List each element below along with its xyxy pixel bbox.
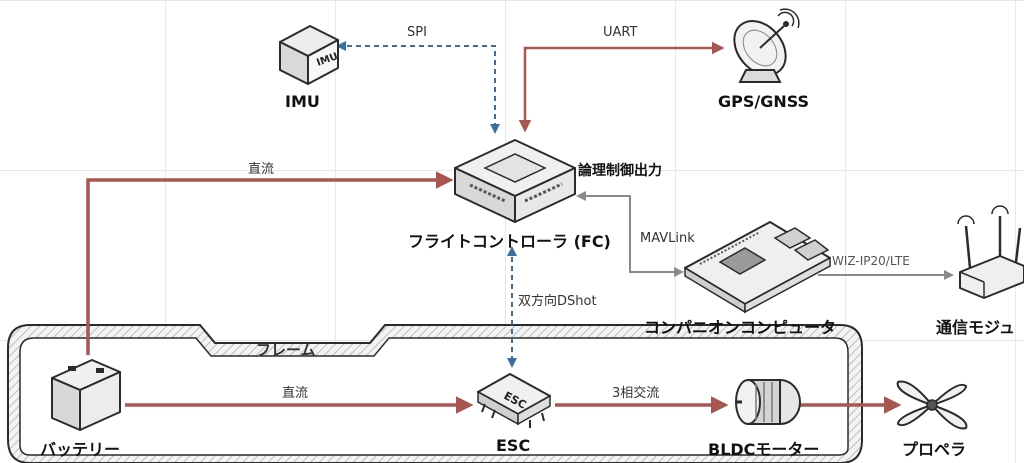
battery-icon — [51, 359, 121, 431]
companion-computer-icon — [684, 221, 831, 314]
mavlink-label: MAVLink — [640, 231, 695, 246]
bldc-motor-icon — [735, 379, 801, 425]
router-icon — [957, 205, 1024, 299]
fc-output-note: 論理制御出力 — [578, 163, 662, 179]
frame-title: フレーム — [256, 341, 316, 359]
propeller-icon — [896, 380, 968, 430]
companion-computer-label: コンパニオンコンピュータ — [644, 318, 837, 337]
flight-controller-label: フライトコントローラ (FC) — [408, 232, 611, 251]
imu-label: IMU — [285, 92, 320, 111]
dshot-label: 双方向DShot — [518, 294, 597, 309]
gps-label: GPS/GNSS — [718, 92, 810, 111]
dc-esc-label: 直流 — [282, 386, 309, 401]
battery-label: バッテリー — [40, 440, 121, 459]
edge-gps-fc-uart — [518, 41, 725, 133]
dc-fc-label: 直流 — [248, 162, 275, 177]
propeller-label: プロペラ — [902, 440, 967, 459]
edge-fc-companion-mavlink — [576, 191, 684, 277]
flight-controller-icon — [454, 139, 576, 223]
esc-label: ESC — [496, 436, 531, 455]
esc-chip-icon: ESC — [477, 373, 551, 428]
uart-label: UART — [603, 25, 638, 40]
bldc-motor-label: BLDCモーター — [708, 440, 820, 459]
edge-imu-fc-spi — [336, 41, 500, 134]
spi-label: SPI — [407, 25, 427, 40]
wiz-label: WIZ-IP20/LTE — [832, 254, 910, 268]
satellite-dish-icon — [733, 8, 800, 83]
imu-icon: IMU — [279, 25, 340, 85]
comm-module-label: 通信モジュ — [936, 318, 1015, 337]
ac3-label: 3相交流 — [612, 386, 660, 401]
edge-battery-fc-dc — [86, 171, 454, 355]
